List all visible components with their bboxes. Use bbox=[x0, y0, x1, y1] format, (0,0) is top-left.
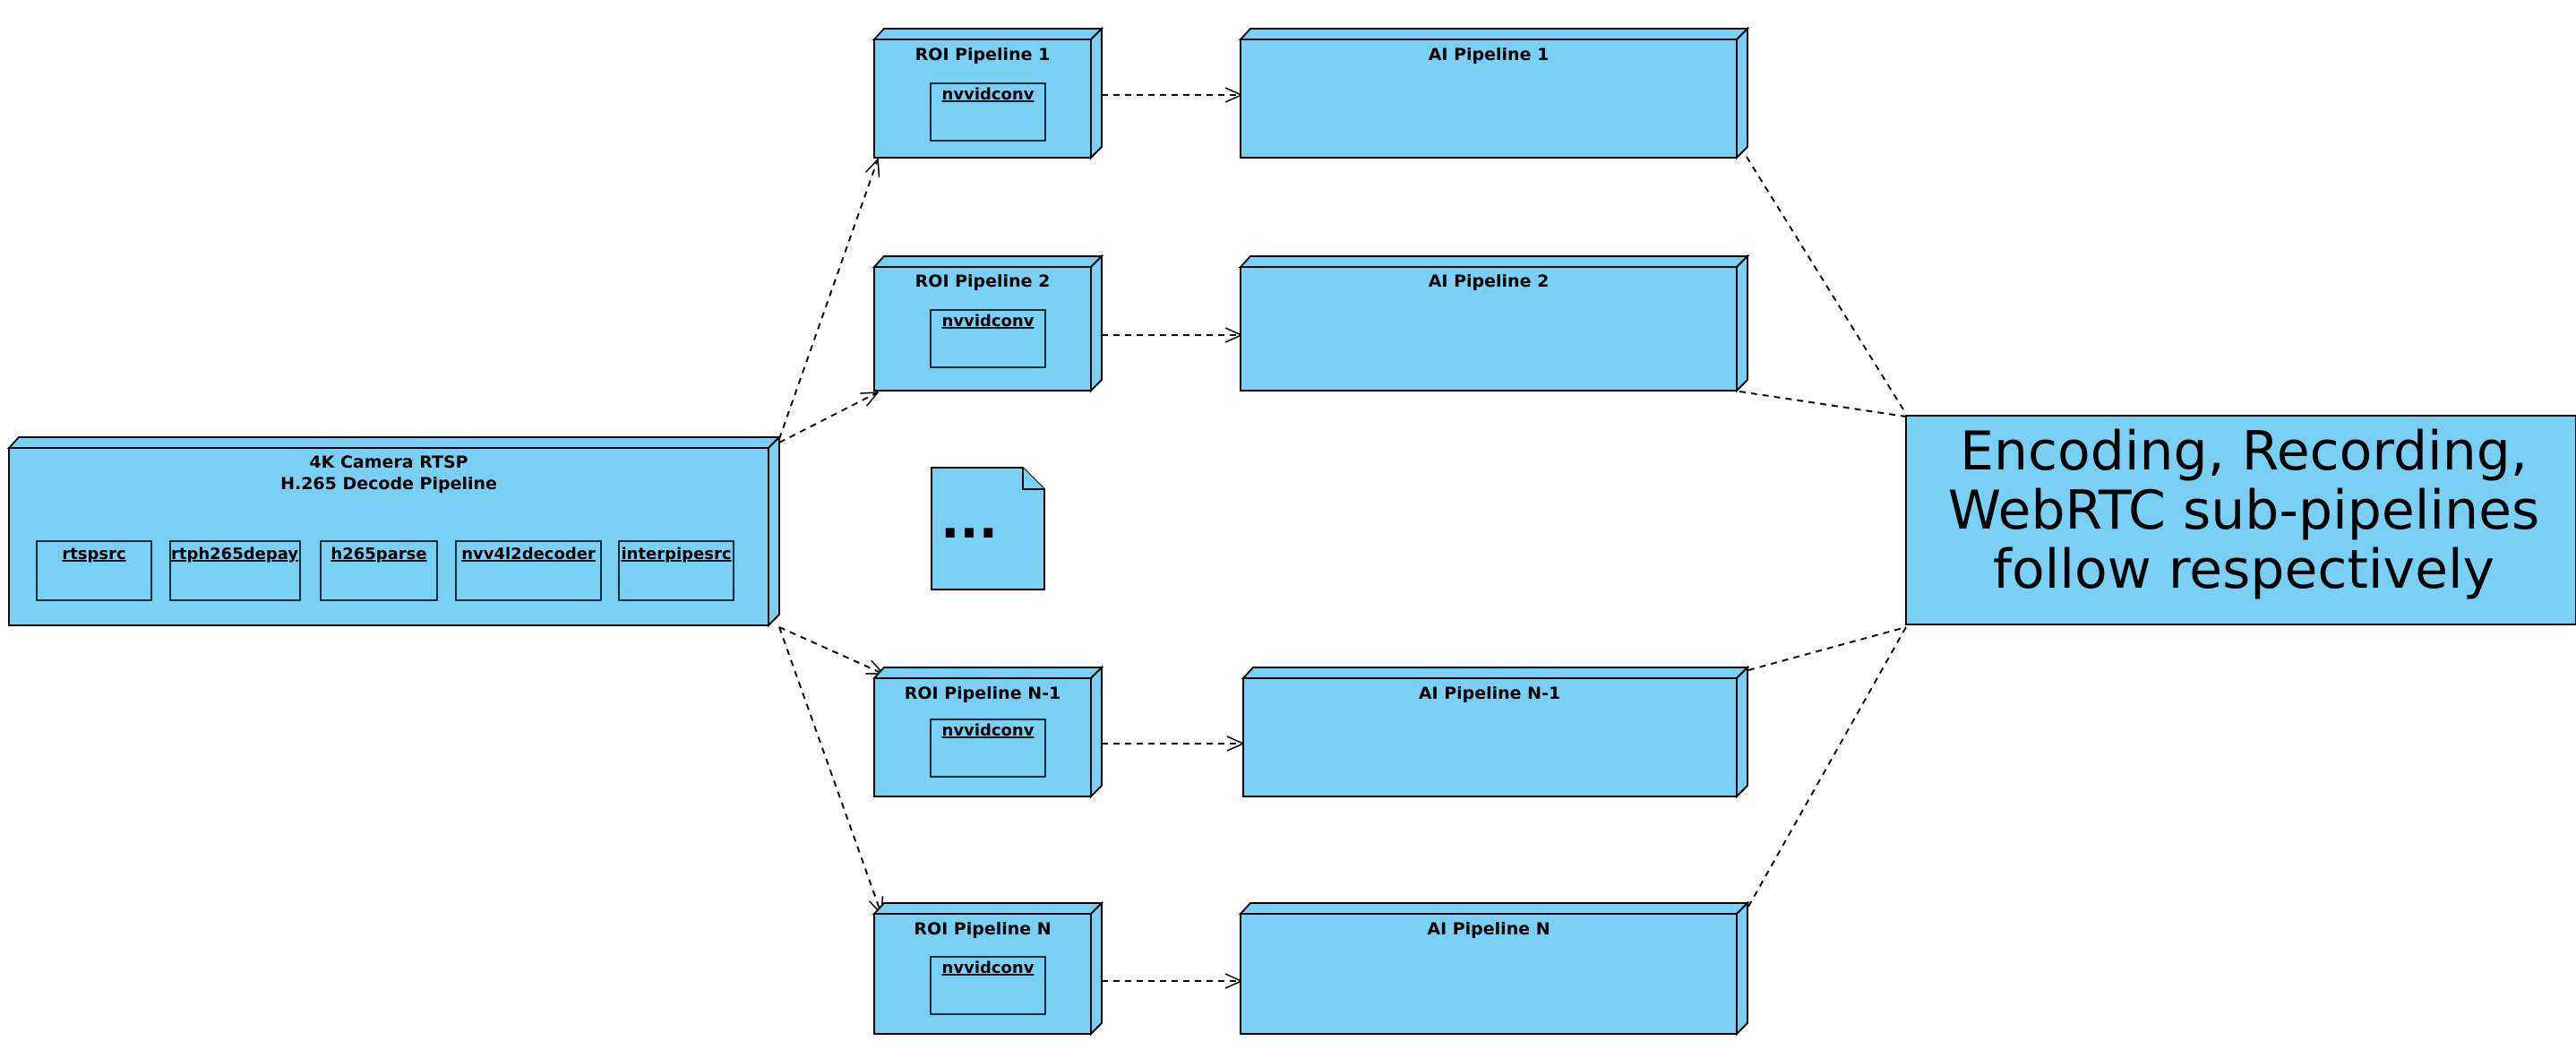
ellipsis-note: ... bbox=[931, 467, 1045, 590]
roi-pipeline-2-title: ROI Pipeline 2 bbox=[915, 271, 1051, 291]
roi-pipeline-1: ROI Pipeline 1 nvvidconv bbox=[872, 26, 1104, 160]
ai-pipeline-2: AI Pipeline 2 bbox=[1238, 254, 1750, 393]
sink-line2: WebRTC sub-pipelines bbox=[1948, 479, 2540, 542]
ai-pipeline-1-title: AI Pipeline 1 bbox=[1429, 45, 1550, 65]
arrow-source-to-roi-n-1 bbox=[778, 626, 883, 675]
component-h265parse: h265parse bbox=[331, 545, 426, 564]
sink-line1: Encoding, Recording, bbox=[1960, 420, 2528, 483]
ai-pipeline-1: AI Pipeline 1 bbox=[1238, 26, 1750, 160]
roi-pipeline-n-1-component: nvvidconv bbox=[942, 721, 1035, 740]
sink-line3: follow respectively bbox=[1993, 538, 2494, 601]
ai-pipeline-n: AI Pipeline N bbox=[1238, 900, 1750, 1037]
roi-pipeline-2-component: nvvidconv bbox=[942, 312, 1035, 331]
component-rtspsrc: rtspsrc bbox=[62, 545, 125, 564]
component-rtph265depay: rtph265depay bbox=[171, 545, 298, 564]
link-ai-n-1-to-sink bbox=[1747, 626, 1907, 671]
roi-pipeline-1-component: nvvidconv bbox=[942, 85, 1035, 104]
arrow-source-to-roi-n bbox=[778, 626, 881, 914]
connectors bbox=[778, 95, 1907, 981]
source-title-line1: 4K Camera RTSP bbox=[309, 452, 468, 472]
roi-pipeline-n-1-title: ROI Pipeline N-1 bbox=[905, 684, 1060, 703]
roi-pipeline-2: ROI Pipeline 2 nvvidconv bbox=[872, 254, 1104, 393]
component-nvv4l2decoder: nvv4l2decoder bbox=[461, 545, 596, 564]
ai-pipeline-2-title: AI Pipeline 2 bbox=[1429, 271, 1550, 291]
arrow-source-to-roi-1 bbox=[778, 159, 878, 440]
source-node: 4K Camera RTSP H.265 Decode Pipeline rts… bbox=[6, 435, 782, 628]
link-ai-2-to-sink bbox=[1739, 391, 1907, 417]
ai-pipeline-n-1-title: AI Pipeline N-1 bbox=[1419, 684, 1560, 703]
roi-pipeline-n-title: ROI Pipeline N bbox=[914, 919, 1051, 939]
component-interpipesrc: interpipesrc bbox=[621, 545, 731, 564]
ai-pipeline-n-title: AI Pipeline N bbox=[1427, 919, 1550, 939]
link-ai-1-to-sink bbox=[1746, 156, 1907, 415]
ellipsis-text: ... bbox=[940, 492, 998, 550]
ai-pipeline-n-1: AI Pipeline N-1 bbox=[1241, 665, 1750, 799]
roi-pipeline-1-title: ROI Pipeline 1 bbox=[915, 45, 1051, 65]
link-ai-n-to-sink bbox=[1747, 626, 1907, 908]
roi-pipeline-n-1: ROI Pipeline N-1 nvvidconv bbox=[872, 665, 1104, 799]
sink-node: Encoding, Recording, WebRTC sub-pipeline… bbox=[1905, 415, 2576, 625]
arrow-source-to-roi-2 bbox=[778, 392, 878, 443]
source-title-line2: H.265 Decode Pipeline bbox=[280, 474, 497, 494]
roi-pipeline-n-component: nvvidconv bbox=[942, 959, 1035, 977]
roi-pipeline-n: ROI Pipeline N nvvidconv bbox=[872, 900, 1104, 1037]
